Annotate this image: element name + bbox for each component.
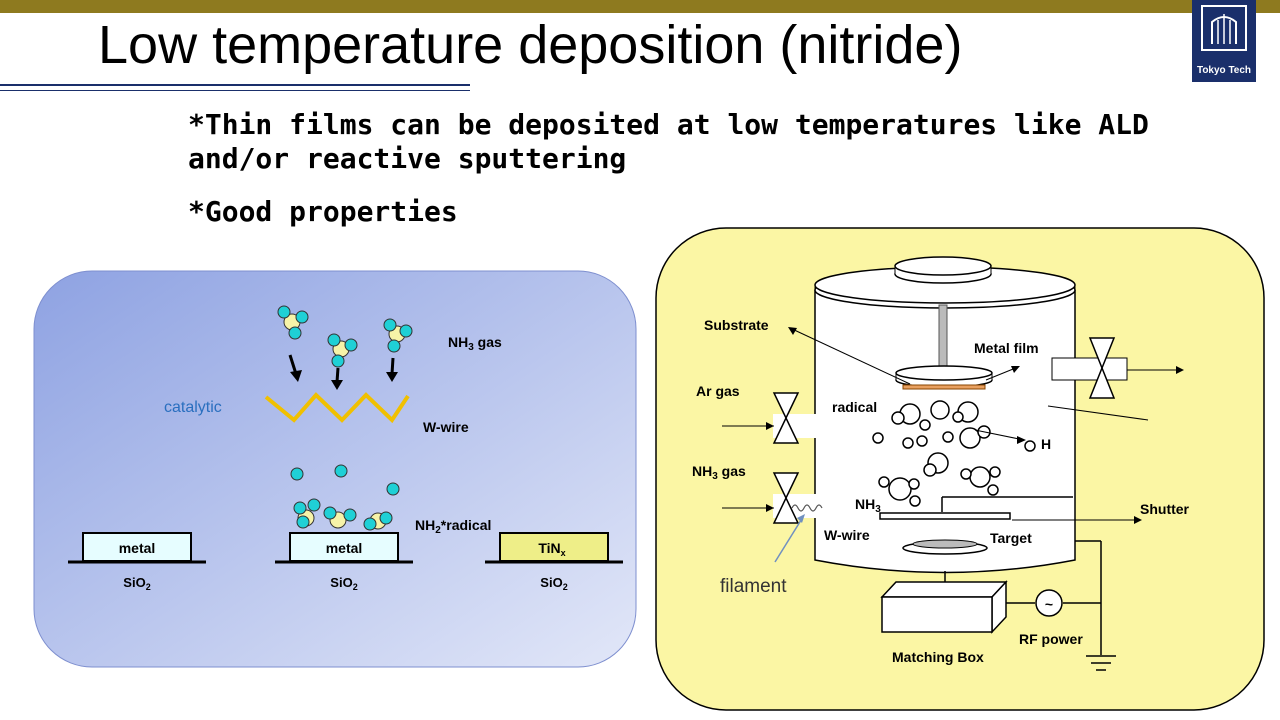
- ar-gas-valve: [722, 392, 838, 444]
- university-emblem-icon: [1201, 5, 1247, 51]
- down-arrow-icon: [331, 367, 343, 390]
- tilde-label: ~: [1045, 596, 1053, 612]
- radical-atom: [334, 464, 348, 478]
- radical-atom: [386, 482, 400, 496]
- metal-block: [289, 532, 399, 562]
- top-accent-bar: [0, 0, 1280, 13]
- w-wire-label: W-wire: [824, 527, 870, 543]
- metal-film-layer: [902, 384, 986, 390]
- metal-film-label: Metal film: [974, 340, 1039, 356]
- nh3-label: NH3: [855, 496, 881, 515]
- slide-title: Low temperature deposition (nitride): [98, 15, 963, 75]
- bullet-2: *Good properties: [188, 195, 458, 228]
- nh3-molecule: [277, 305, 309, 340]
- sio2-label: SiO2: [330, 575, 357, 592]
- shutter-label: Shutter: [1140, 501, 1190, 517]
- tin-block: [499, 532, 609, 562]
- nh2-radical-label: NH2*radical: [415, 517, 491, 536]
- nh3-gas-label: NH3 gas: [692, 463, 746, 482]
- radical-atom: [290, 467, 304, 481]
- catalytic-label: catalytic: [164, 399, 222, 416]
- sio2-label: SiO2: [540, 575, 567, 592]
- plasma-bubbles: [872, 400, 1036, 507]
- nh3-gas-valve: [722, 472, 828, 524]
- matching-box-label: Matching Box: [892, 649, 984, 665]
- filament-coil-icon: [791, 504, 823, 512]
- filament-label: filament: [720, 576, 787, 597]
- rf-power-label: RF power: [1019, 631, 1083, 647]
- nh2-molecule: [293, 498, 321, 529]
- matching-box: [880, 580, 1008, 634]
- down-arrow-icon: [288, 354, 302, 382]
- ac-source-icon: [1035, 589, 1063, 617]
- ar-gas-label: Ar gas: [696, 383, 740, 399]
- nh3-molecule: [383, 318, 413, 353]
- h-label: H: [1041, 436, 1051, 452]
- bullet-1-line-2: and/or reactive sputtering: [188, 142, 627, 175]
- nh3-molecule: [327, 333, 358, 368]
- title-underline: [0, 84, 470, 86]
- chamber: [814, 256, 1076, 574]
- metal-label: metal: [119, 540, 156, 556]
- target-label: Target: [990, 530, 1032, 546]
- metal-label: metal: [326, 540, 363, 556]
- title-underline-thin: [0, 90, 470, 91]
- bullet-1-line-1: *Thin films can be deposited at low temp…: [188, 108, 1149, 141]
- w-wire-label: W-wire: [423, 419, 469, 435]
- radical-label: radical: [832, 399, 877, 415]
- nh2-molecule: [363, 511, 393, 531]
- exhaust-valve: [1051, 337, 1184, 399]
- tinx-label: TiNx: [538, 540, 565, 558]
- logo-text: Tokyo Tech: [1196, 65, 1252, 76]
- nh3-gas-label: NH3 gas: [448, 334, 502, 353]
- nh2-molecule: [323, 506, 357, 529]
- tokyo-tech-logo: Tokyo Tech: [1192, 0, 1256, 82]
- substrate-label: Substrate: [704, 317, 769, 333]
- down-arrow-icon: [386, 357, 398, 382]
- w-wire-zigzag: [264, 392, 410, 424]
- shutter-plate: [879, 512, 1011, 520]
- sio2-label: SiO2: [123, 575, 150, 592]
